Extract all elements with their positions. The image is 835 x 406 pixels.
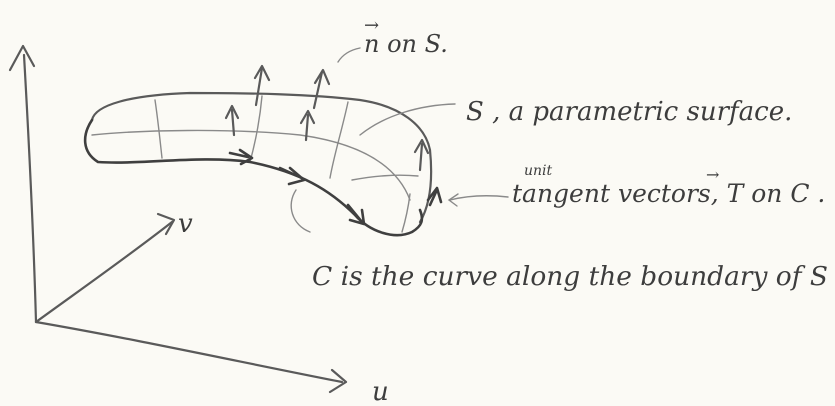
tangent-arrow-3-head — [348, 208, 366, 226]
tangent-arrow-4-head — [426, 186, 443, 204]
curve-label: C is the curve along the boundary of S — [312, 262, 828, 292]
pointer-tangent-head — [447, 193, 459, 207]
pointer-normal — [337, 47, 361, 63]
normal-arrow-1 — [254, 66, 264, 107]
normal-arrow-1-head — [253, 64, 271, 82]
v-axis-label: v — [178, 209, 193, 239]
normal-arrow-2-head — [313, 68, 331, 86]
v-axis-arrowhead — [156, 212, 176, 236]
normal-arrow-3-head — [224, 104, 240, 120]
tangent-label-unit: unit — [524, 163, 553, 179]
tangent-label: tangent vectors, T on C . — [512, 179, 825, 208]
normal-arrow-2 — [312, 70, 324, 110]
normal-label: n on S. — [364, 30, 448, 58]
grid-line-3 — [329, 101, 349, 179]
grid-line-1 — [154, 99, 163, 159]
grid-line-4 — [351, 174, 419, 181]
v-axis — [34, 220, 174, 324]
tangent-label-symbol: → — [706, 165, 719, 184]
tangent-arrow-1 — [228, 151, 250, 159]
u-axis-label: u — [372, 377, 389, 406]
axes: u v — [8, 44, 389, 406]
surface-s — [90, 91, 433, 233]
normal-arrow-4 — [304, 113, 310, 142]
grid-line-2 — [249, 95, 263, 163]
surface-label: S , a parametric surface. — [466, 97, 792, 127]
u-axis — [34, 320, 344, 384]
pointer-surface — [359, 103, 456, 136]
surface-inner-edge — [91, 129, 411, 201]
pointer-curve — [290, 189, 311, 233]
surface-outline-top — [90, 91, 433, 224]
normal-label-symbol: → — [364, 15, 379, 36]
normal-arrow-5-head — [413, 138, 430, 155]
tangent-arrow-2-head — [287, 166, 306, 186]
u-axis-arrowhead — [328, 368, 348, 394]
pointers — [290, 47, 509, 233]
tangent-arrow-3 — [346, 203, 364, 224]
pointer-tangent — [449, 195, 509, 201]
normal-arrow-3 — [230, 108, 236, 137]
normal-arrow-5 — [418, 142, 424, 172]
vertical-axis — [22, 53, 38, 324]
tangent-arrow-1-head — [238, 148, 254, 166]
normal-arrow-4-head — [299, 109, 316, 125]
vertical-axis-arrowhead — [8, 44, 36, 72]
grid-line-5 — [401, 193, 411, 233]
normal-vectors — [224, 64, 430, 172]
tangent-arrow-4 — [428, 190, 438, 207]
tangent-vectors — [228, 148, 443, 226]
